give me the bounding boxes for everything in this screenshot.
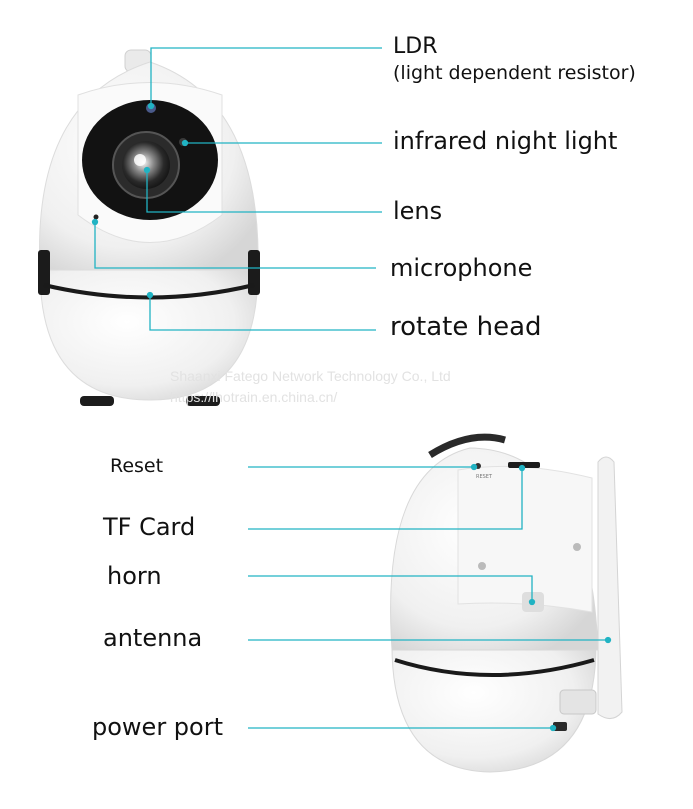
lens-glass: [122, 141, 170, 189]
label-microphone: microphone: [390, 254, 533, 282]
leader-tf: [248, 468, 523, 530]
front-leader-lines: [91, 47, 382, 331]
power-block: [559, 689, 597, 715]
label-ldr-title: LDR: [393, 34, 438, 59]
label-tf-card: TF Card: [103, 513, 196, 541]
back-panel: [457, 465, 593, 613]
mic-hole: [93, 214, 99, 220]
label-reset: Reset: [110, 455, 164, 477]
leader-horn: [248, 575, 533, 602]
dot-lens: [143, 166, 151, 174]
dot-horn: [528, 598, 536, 606]
dot-rotate: [146, 291, 154, 299]
leader-lens: [146, 170, 382, 213]
speaker-hole-left: [478, 562, 486, 570]
speaker-hole-right: [573, 543, 581, 551]
camera-base: [39, 269, 259, 401]
front-camera: [38, 49, 260, 406]
label-antenna: antenna: [103, 624, 203, 652]
foot-right: [186, 396, 220, 406]
dot-reset: [470, 463, 478, 471]
back-rotate-seam: [394, 658, 595, 677]
leader-rotate: [149, 295, 376, 331]
back-leader-lines: [248, 463, 612, 732]
dot-infrared: [181, 139, 189, 147]
watermark-line1: Shaanxi Fatego Network Technology Co., L…: [170, 368, 451, 384]
power-port: [553, 722, 567, 731]
label-horn: horn: [107, 562, 162, 590]
label-power-port: power port: [92, 713, 224, 741]
watermark-line2: https://lhotrain.en.china.cn/: [170, 389, 338, 405]
tf-slot: [508, 462, 540, 468]
dot-microphone: [91, 218, 99, 226]
leader-microphone: [94, 222, 376, 269]
right-band: [248, 250, 260, 295]
dot-tf: [518, 464, 526, 472]
dot-antenna: [604, 636, 612, 644]
lens-highlight: [134, 154, 146, 166]
dot-ldr: [147, 102, 155, 110]
dot-power: [549, 724, 557, 732]
left-band: [38, 250, 50, 295]
label-lens: lens: [393, 197, 443, 225]
label-infrared: infrared night light: [393, 127, 618, 155]
label-rotate-head: rotate head: [390, 312, 542, 342]
antenna-rod: [597, 456, 623, 719]
back-camera: [390, 433, 623, 773]
reset-tiny-text: RESET: [476, 474, 493, 480]
foot-left: [80, 396, 114, 406]
leader-ldr: [150, 47, 382, 104]
top-dark-seam: [428, 433, 506, 458]
label-ldr-sub: (light dependent resistor): [393, 62, 636, 84]
